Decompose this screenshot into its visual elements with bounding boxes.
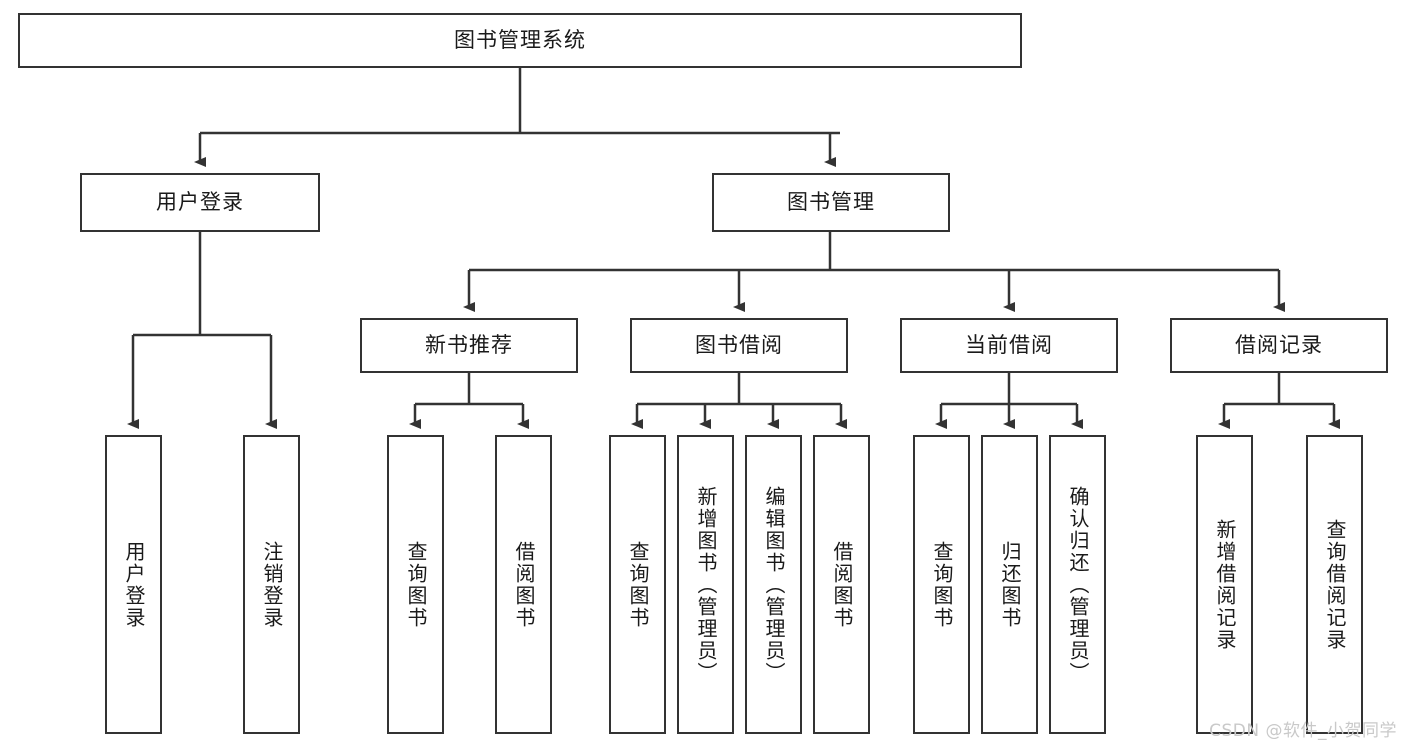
leaf-user-login-label: 用户登录 (122, 540, 146, 629)
leaf-user-logout[interactable]: 注销登录 (243, 435, 300, 734)
node-current-borrow-label: 当前借阅 (965, 332, 1053, 357)
leaf-edit-book-label: 编辑图书（管理员） (762, 485, 786, 684)
leaf-confirm-return-label: 确认归还（管理员） (1066, 485, 1090, 684)
node-borrow-record-label: 借阅记录 (1235, 332, 1323, 357)
leaf-query-book-3-label: 查询图书 (930, 540, 954, 629)
leaf-return-book[interactable]: 归还图书 (981, 435, 1038, 734)
leaf-add-record-label: 新增借阅记录 (1213, 518, 1237, 651)
leaf-edit-book[interactable]: 编辑图书（管理员） (745, 435, 802, 734)
leaf-user-login[interactable]: 用户登录 (105, 435, 162, 734)
leaf-borrow-book-2-label: 借阅图书 (830, 540, 854, 629)
leaf-borrow-book-1-label: 借阅图书 (512, 540, 536, 629)
leaf-return-book-label: 归还图书 (998, 540, 1022, 629)
node-book-borrow-label: 图书借阅 (695, 332, 783, 357)
node-new-book-rec-label: 新书推荐 (425, 332, 513, 357)
leaf-add-book[interactable]: 新增图书（管理员） (677, 435, 734, 734)
leaf-user-logout-label: 注销登录 (260, 540, 284, 629)
leaf-query-book-1-label: 查询图书 (404, 540, 428, 629)
node-book-manage[interactable]: 图书管理 (712, 173, 950, 232)
node-borrow-record[interactable]: 借阅记录 (1170, 318, 1388, 373)
leaf-query-record-label: 查询借阅记录 (1323, 518, 1347, 651)
watermark: CSDN @软件_小贺同学 (1209, 721, 1397, 741)
leaf-add-record[interactable]: 新增借阅记录 (1196, 435, 1253, 734)
leaf-query-record[interactable]: 查询借阅记录 (1306, 435, 1363, 734)
leaf-confirm-return[interactable]: 确认归还（管理员） (1049, 435, 1106, 734)
leaf-borrow-book-1[interactable]: 借阅图书 (495, 435, 552, 734)
leaf-query-book-1[interactable]: 查询图书 (387, 435, 444, 734)
node-book-borrow[interactable]: 图书借阅 (630, 318, 848, 373)
leaf-query-book-2-label: 查询图书 (626, 540, 650, 629)
node-root[interactable]: 图书管理系统 (18, 13, 1022, 68)
node-book-manage-label: 图书管理 (787, 189, 875, 214)
leaf-query-book-2[interactable]: 查询图书 (609, 435, 666, 734)
leaf-borrow-book-2[interactable]: 借阅图书 (813, 435, 870, 734)
node-user-login[interactable]: 用户登录 (80, 173, 320, 232)
node-user-login-label: 用户登录 (156, 189, 244, 214)
leaf-add-book-label: 新增图书（管理员） (694, 485, 718, 684)
leaf-query-book-3[interactable]: 查询图书 (913, 435, 970, 734)
node-root-label: 图书管理系统 (454, 27, 586, 52)
node-new-book-rec[interactable]: 新书推荐 (360, 318, 578, 373)
node-current-borrow[interactable]: 当前借阅 (900, 318, 1118, 373)
